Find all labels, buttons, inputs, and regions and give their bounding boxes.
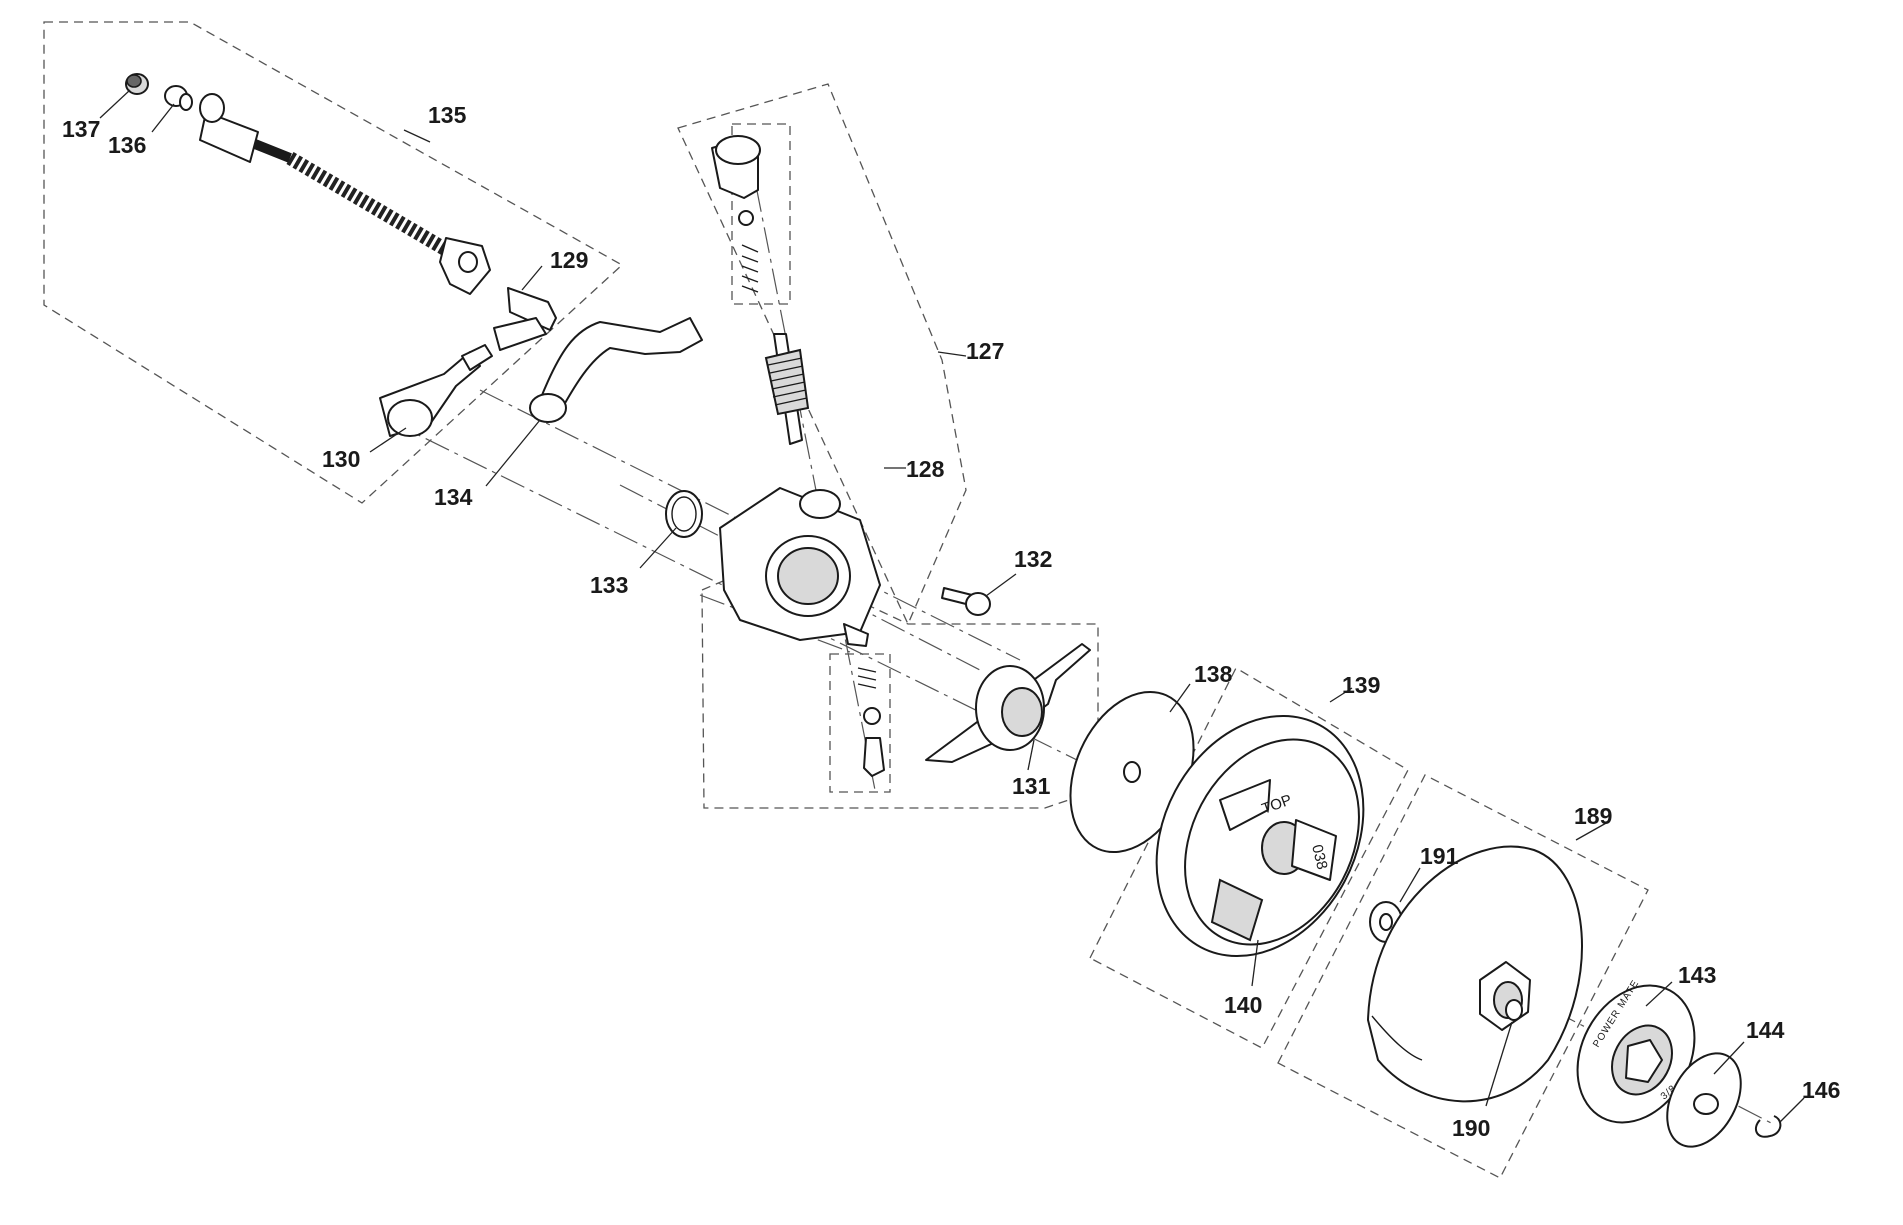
part-oil-pump-housing [719, 487, 881, 647]
leader-189 [1575, 821, 1609, 841]
part-191-washer [1369, 901, 1403, 943]
callout-138: 138 [1194, 661, 1233, 687]
part-132-screw [941, 587, 991, 616]
leader-133 [639, 527, 677, 569]
callout-131: 131 [1012, 773, 1051, 799]
callout-labels: 137 136 135 129 130 134 133 127 128 132 … [62, 102, 1840, 1141]
leader-lines [99, 89, 1805, 1123]
leader-143 [1645, 981, 1673, 1007]
leader-191 [1399, 867, 1421, 903]
clutch-code-stamp: 038 [1308, 843, 1331, 871]
callout-137: 137 [62, 116, 100, 142]
callout-190: 190 [1452, 1115, 1490, 1141]
callout-139: 139 [1342, 672, 1380, 698]
part-lower-spring-valve [857, 667, 885, 777]
leader-140 [1251, 939, 1259, 987]
callout-129: 129 [550, 247, 588, 273]
axis-worm-vertical [747, 144, 876, 791]
callout-140: 140 [1224, 992, 1262, 1018]
callout-133: 133 [590, 572, 628, 598]
callout-132: 132 [1014, 546, 1052, 572]
callout-134: 134 [434, 484, 473, 510]
leader-139 [1329, 687, 1353, 703]
part-127-worm-shaft [764, 333, 810, 445]
leader-129 [521, 265, 543, 291]
leader-138 [1169, 683, 1191, 713]
group-128-boundary [731, 123, 791, 305]
part-130-oil-pickup [379, 344, 493, 437]
part-136-bushing [164, 85, 193, 111]
part-139-clutch: TOP 038 [1155, 714, 1365, 958]
part-146-e-clip [1754, 1115, 1782, 1138]
leader-137 [99, 89, 131, 119]
leader-127 [937, 351, 967, 357]
leader-132 [985, 573, 1017, 597]
part-144-washer [1666, 1052, 1742, 1148]
leader-146 [1779, 1097, 1805, 1123]
part-137-cap [125, 73, 149, 95]
callout-135: 135 [428, 102, 467, 128]
group-131-boundary [701, 559, 1099, 809]
axis-housing-lower [699, 594, 851, 653]
callout-189: 189 [1574, 803, 1612, 829]
part-134-oil-hose [529, 317, 703, 423]
group-189-boundary [1277, 774, 1649, 1179]
callout-191: 191 [1420, 843, 1459, 869]
part-133-o-ring [665, 490, 703, 538]
part-135-adjuster-screw [199, 93, 491, 295]
leader-134 [485, 419, 541, 487]
callout-146: 146 [1802, 1077, 1840, 1103]
part-189-clutch-drum [1367, 845, 1583, 1103]
callout-144: 144 [1746, 1017, 1785, 1043]
group-boundaries [43, 21, 1649, 1179]
leader-135 [403, 129, 431, 143]
callout-128: 128 [906, 456, 945, 482]
callout-143: 143 [1678, 962, 1716, 988]
leader-136 [151, 103, 175, 133]
part-131-drive-spur [925, 643, 1091, 763]
group-128b-boundary [829, 653, 891, 793]
leader-130 [369, 427, 407, 453]
callout-127: 127 [966, 338, 1004, 364]
leader-131 [1027, 739, 1035, 771]
leader-144 [1713, 1041, 1745, 1075]
group-135-boundary [43, 21, 624, 504]
part-129-fitting [493, 287, 557, 351]
part-190-needle-bearing [1505, 999, 1523, 1021]
callout-136: 136 [108, 132, 146, 158]
leader-190 [1485, 1021, 1513, 1107]
part-128-top-screw-spring [711, 135, 761, 293]
callout-130: 130 [322, 446, 360, 472]
